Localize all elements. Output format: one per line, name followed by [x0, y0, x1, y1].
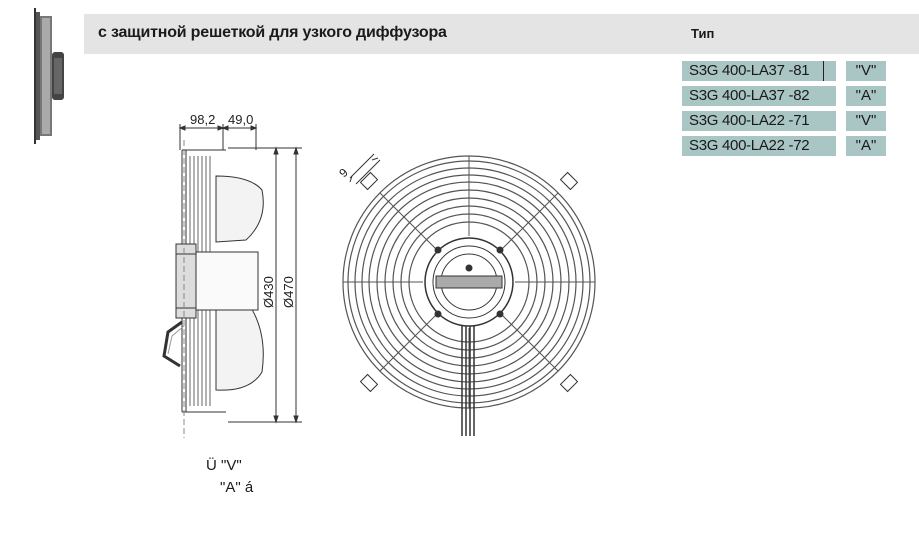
- type-code: S3G 400-LA22 -71: [682, 111, 836, 131]
- page-title: с защитной решеткой для узкого диффузора: [98, 24, 447, 41]
- header-band: [84, 14, 919, 54]
- legend-line-1: Ü "V": [206, 457, 242, 474]
- type-version: "A": [846, 136, 886, 156]
- type-code: S3G 400-LA37 -81: [682, 61, 836, 81]
- version-legend: Ü "V" "A" á: [206, 455, 253, 499]
- product-thumbnail: [34, 8, 64, 144]
- type-version: "V": [846, 111, 886, 131]
- dim-width-2: 49,0: [228, 112, 253, 127]
- text-cursor: [823, 61, 824, 81]
- legend-line-2: "A" á: [220, 479, 254, 496]
- type-code: S3G 400-LA37 -82: [682, 86, 836, 106]
- type-code: S3G 400-LA22 -72: [682, 136, 836, 156]
- dim-outer-diameter: Ø470: [281, 276, 296, 308]
- dim-slot: 9: [336, 165, 351, 180]
- type-column-label: Тип: [691, 26, 715, 41]
- dim-inner-diameter: Ø430: [261, 276, 276, 308]
- type-version: "A": [846, 86, 886, 106]
- type-version: "V": [846, 61, 886, 81]
- dim-width-1: 98,2: [190, 112, 215, 127]
